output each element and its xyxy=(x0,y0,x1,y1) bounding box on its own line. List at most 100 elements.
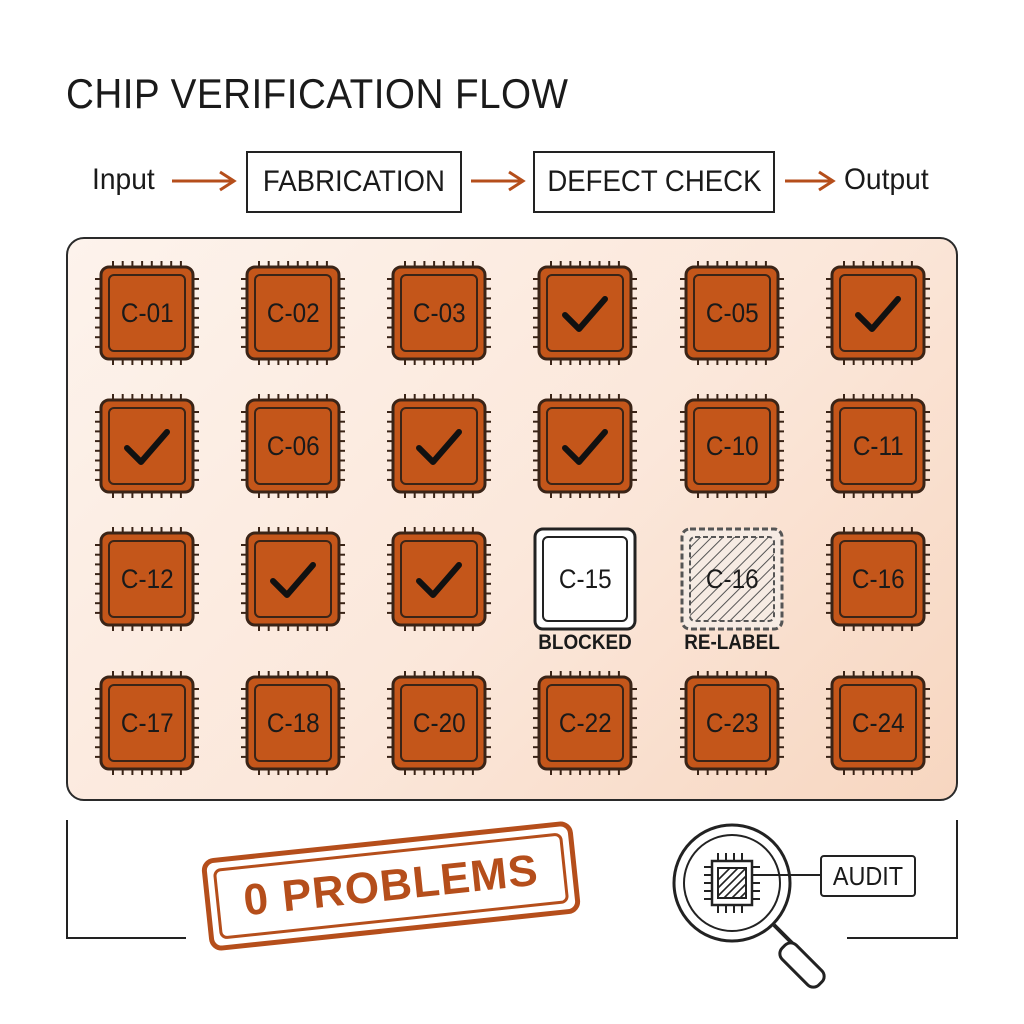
chip-hatched: C-16 xyxy=(678,525,786,633)
chip-body xyxy=(680,261,784,365)
check-icon xyxy=(562,429,608,465)
chip-body xyxy=(533,671,637,775)
check-icon xyxy=(416,429,462,465)
chip-body xyxy=(680,527,784,631)
chip-body xyxy=(680,671,784,775)
zero-problems-stamp: 0 PROBLEMS xyxy=(199,819,583,954)
chip-body xyxy=(95,527,199,631)
chip-status-note: RE-LABEL xyxy=(684,631,780,654)
chip-label-text: C-17 xyxy=(120,707,174,738)
chip-label: C-17 xyxy=(93,669,201,777)
chip-verified xyxy=(531,259,639,367)
chip-label: C-20 xyxy=(385,669,493,777)
chip-body xyxy=(533,261,637,365)
chip-body xyxy=(241,394,345,498)
chip-label: C-11 xyxy=(824,392,932,500)
chip-label: C-16 xyxy=(678,525,786,633)
chip-body xyxy=(826,394,930,498)
chip-normal: C-20 xyxy=(385,669,493,777)
chip-label: C-24 xyxy=(824,669,932,777)
chip-label: C-15 xyxy=(531,525,639,633)
chip-normal: C-03 xyxy=(385,259,493,367)
chip-body xyxy=(95,261,199,365)
chip-normal: C-01 xyxy=(93,259,201,367)
chip-status-note: BLOCKED xyxy=(538,631,632,654)
chip-label: C-23 xyxy=(678,669,786,777)
chip-body xyxy=(387,394,491,498)
chip-verified xyxy=(239,525,347,633)
chip-verified xyxy=(824,259,932,367)
check-icon xyxy=(124,429,170,465)
audit-label-text: AUDIT xyxy=(832,860,904,891)
chip-verified xyxy=(385,525,493,633)
check-icon xyxy=(855,296,901,332)
chip-label: C-18 xyxy=(239,669,347,777)
chip-label-text: C-12 xyxy=(120,563,174,594)
chip-normal: C-18 xyxy=(239,669,347,777)
chip-label: C-02 xyxy=(239,259,347,367)
chip-verified xyxy=(385,392,493,500)
chip-label-text: C-10 xyxy=(705,430,759,461)
check-icon xyxy=(562,296,608,332)
check-icon xyxy=(270,562,316,598)
chip-normal: C-10 xyxy=(678,392,786,500)
chip-label-text: C-15 xyxy=(558,563,612,594)
chip-normal: C-23 xyxy=(678,669,786,777)
chip-body xyxy=(95,394,199,498)
chip-label-text: C-22 xyxy=(558,707,612,738)
arrow-icon xyxy=(172,170,237,192)
chip-label-text: C-05 xyxy=(705,297,759,328)
chip-body xyxy=(533,527,637,631)
chip-body xyxy=(241,261,345,365)
chip-body xyxy=(387,527,491,631)
chip-label: C-12 xyxy=(93,525,201,633)
flow-stage-defect-check-label: DEFECT CHECK xyxy=(546,165,762,198)
chip-label-text: C-03 xyxy=(412,297,466,328)
chip-label: C-01 xyxy=(93,259,201,367)
chip-normal: C-05 xyxy=(678,259,786,367)
chip-body xyxy=(387,671,491,775)
chip-body xyxy=(95,671,199,775)
chip-body xyxy=(387,261,491,365)
chip-normal: C-11 xyxy=(824,392,932,500)
chip-label: C-10 xyxy=(678,392,786,500)
arrow-icon xyxy=(785,170,836,192)
flow-input-label: Input xyxy=(92,163,155,196)
flow-stage-fabrication-label: FABRICATION xyxy=(263,165,445,198)
bottom-bracket xyxy=(66,820,958,939)
chip-body xyxy=(826,527,930,631)
chip-normal: C-17 xyxy=(93,669,201,777)
chip-normal: C-06 xyxy=(239,392,347,500)
chip-body xyxy=(826,261,930,365)
audit-label: AUDIT xyxy=(820,855,916,897)
page-title: CHIP VERIFICATION FLOW xyxy=(66,70,569,117)
chip-body xyxy=(241,527,345,631)
chip-body xyxy=(680,394,784,498)
chip-label-text: C-16 xyxy=(705,563,759,594)
chip-label-text: C-24 xyxy=(851,707,905,738)
chip-body xyxy=(533,394,637,498)
chip-label-text: C-18 xyxy=(266,707,320,738)
chip-verified xyxy=(531,392,639,500)
chip-label-text: C-16 xyxy=(851,563,905,594)
flow-stage-fabrication: FABRICATION xyxy=(246,151,462,213)
chip-label: C-22 xyxy=(531,669,639,777)
check-icon xyxy=(416,562,462,598)
chip-normal: C-24 xyxy=(824,669,932,777)
chip-label-text: C-06 xyxy=(266,430,320,461)
chip-label: C-06 xyxy=(239,392,347,500)
chip-panel xyxy=(66,237,958,801)
chip-normal: C-22 xyxy=(531,669,639,777)
chip-normal: C-16 xyxy=(824,525,932,633)
chip-label-text: C-02 xyxy=(266,297,320,328)
chip-label-text: C-01 xyxy=(120,297,174,328)
chip-label: C-03 xyxy=(385,259,493,367)
chip-normal: C-02 xyxy=(239,259,347,367)
chip-label: C-05 xyxy=(678,259,786,367)
arrow-icon xyxy=(471,170,526,192)
chip-label-text: C-23 xyxy=(705,707,759,738)
flow-output-label: Output xyxy=(844,163,929,196)
chip-body xyxy=(241,671,345,775)
chip-label-text: C-20 xyxy=(412,707,466,738)
chip-normal: C-12 xyxy=(93,525,201,633)
